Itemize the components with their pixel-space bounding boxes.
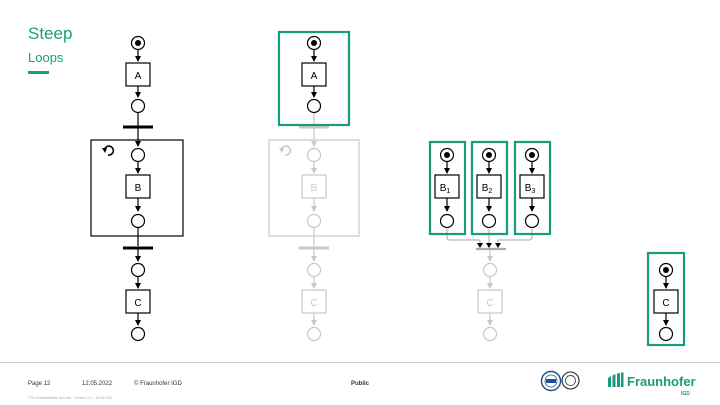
place-icon	[439, 213, 455, 229]
loop-container	[90, 139, 184, 237]
task-b2-letter: B	[482, 183, 489, 194]
place-icon	[130, 98, 146, 114]
place-icon	[306, 213, 322, 229]
column-faded	[268, 113, 360, 342]
fraunhofer-logo-icon	[608, 372, 624, 387]
start-place-icon	[439, 147, 455, 163]
task-b3-letter: B	[525, 183, 532, 194]
footer-page-number: Page 12	[28, 381, 51, 387]
start-place-icon	[306, 35, 322, 51]
slide-subtitle: Loops	[28, 50, 64, 65]
column-c-highlighted	[646, 251, 686, 347]
footer-date: 12.05.2022	[82, 381, 113, 387]
parallel-branch-b3	[513, 140, 552, 236]
place-icon	[306, 98, 322, 114]
certification-seal-icon	[540, 370, 562, 392]
highlight-frame	[646, 251, 686, 347]
task-c-label: C	[662, 298, 669, 309]
highlight-group-a	[277, 30, 351, 127]
start-place-icon	[658, 262, 674, 278]
title-accent-bar	[28, 71, 49, 74]
task-c-label: C	[486, 298, 493, 309]
secondary-seal-icon	[561, 371, 580, 390]
task-a-label: A	[311, 71, 318, 82]
place-icon	[130, 262, 146, 278]
task-b3-label: B3	[525, 183, 536, 195]
footer-small-print: TTD Kontaktdetails Security · Version 0.…	[28, 396, 113, 400]
start-place-icon	[481, 147, 497, 163]
task-a-label: A	[135, 71, 142, 82]
task-c-label: C	[134, 298, 141, 309]
parallel-branch-b1	[428, 140, 467, 236]
join-arrows	[477, 243, 501, 248]
task-b3-subscript: 3	[531, 188, 535, 195]
task-b2-subscript: 2	[488, 188, 492, 195]
place-icon	[130, 147, 146, 163]
task-b1-letter: B	[440, 183, 447, 194]
task-b1-label: B1	[440, 183, 451, 195]
parallel-join	[446, 229, 533, 251]
footer-divider	[0, 362, 720, 363]
task-b-label: B	[135, 183, 142, 194]
place-icon	[306, 262, 322, 278]
place-icon	[658, 326, 674, 342]
org-name: Fraunhofer	[627, 374, 696, 389]
start-place-icon	[130, 35, 146, 51]
task-b1-subscript: 1	[446, 188, 450, 195]
slide-title: Steep	[28, 24, 73, 43]
loop-arrow-icon	[102, 145, 115, 156]
place-icon	[130, 213, 146, 229]
place-icon	[482, 262, 498, 278]
highlight-frame	[277, 30, 351, 127]
footer-classification: Public	[351, 381, 370, 387]
highlight-frame	[428, 140, 467, 236]
footer-copyright: © Fraunhofer IGD	[134, 381, 182, 387]
highlight-frame	[470, 140, 509, 236]
place-icon	[481, 213, 497, 229]
column-original	[90, 35, 184, 342]
highlight-frame	[513, 140, 552, 236]
place-icon	[306, 147, 322, 163]
loop-arrow-icon	[279, 145, 292, 156]
org-unit: IGD	[681, 391, 690, 397]
start-place-icon	[524, 147, 540, 163]
task-b-label: B	[311, 183, 318, 194]
place-icon	[482, 326, 498, 342]
place-icon	[306, 326, 322, 342]
place-icon	[130, 326, 146, 342]
parallel-branch-b2	[470, 140, 509, 236]
column-parallel-faded	[477, 250, 503, 342]
task-b2-label: B2	[482, 183, 493, 195]
place-icon	[524, 213, 540, 229]
task-c-label: C	[310, 298, 317, 309]
